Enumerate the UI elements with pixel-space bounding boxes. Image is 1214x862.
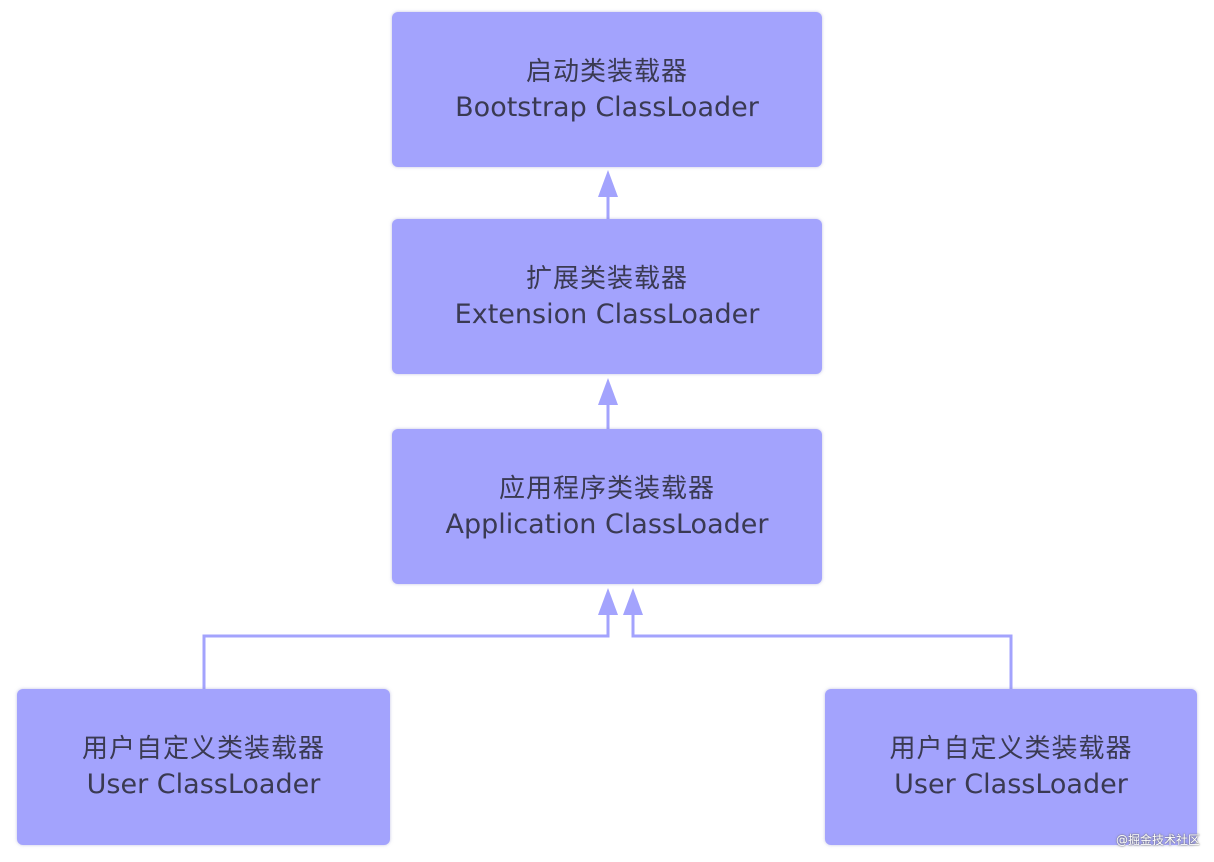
edge-user-left-to-application xyxy=(202,588,618,689)
node-label-en: Application ClassLoader xyxy=(445,508,769,540)
node-label-cn: 扩展类装载器 xyxy=(525,263,688,294)
node-user-classloader-right: 用户自定义类装载器 User ClassLoader xyxy=(825,689,1197,845)
node-user-classloader-left: 用户自定义类装载器 User ClassLoader xyxy=(17,689,390,845)
arrowhead-icon xyxy=(623,588,643,615)
edge-application-to-extension xyxy=(598,378,618,429)
node-label-cn: 用户自定义类装载器 xyxy=(81,734,325,764)
node-label-cn: 用户自定义类装载器 xyxy=(889,734,1133,764)
node-extension-classloader: 扩展类装载器 Extension ClassLoader xyxy=(392,219,822,374)
arrowhead-icon xyxy=(598,588,618,615)
node-label-en: Extension ClassLoader xyxy=(454,298,760,330)
arrowhead-icon xyxy=(598,378,618,405)
node-bootstrap-classloader: 启动类装载器 Bootstrap ClassLoader xyxy=(392,12,822,167)
node-label-en: User ClassLoader xyxy=(86,769,321,800)
node-label-cn: 启动类装载器 xyxy=(525,56,688,87)
node-application-classloader: 应用程序类装载器 Application ClassLoader xyxy=(392,429,822,584)
edge-user-right-to-application xyxy=(623,588,1013,689)
node-label-en: Bootstrap ClassLoader xyxy=(455,91,759,123)
arrowhead-icon xyxy=(598,170,618,197)
node-label-en: User ClassLoader xyxy=(894,769,1128,800)
watermark: @掘金技术社区 xyxy=(1115,833,1200,847)
node-label-cn: 应用程序类装载器 xyxy=(498,473,715,504)
edge-extension-to-bootstrap xyxy=(598,170,618,219)
